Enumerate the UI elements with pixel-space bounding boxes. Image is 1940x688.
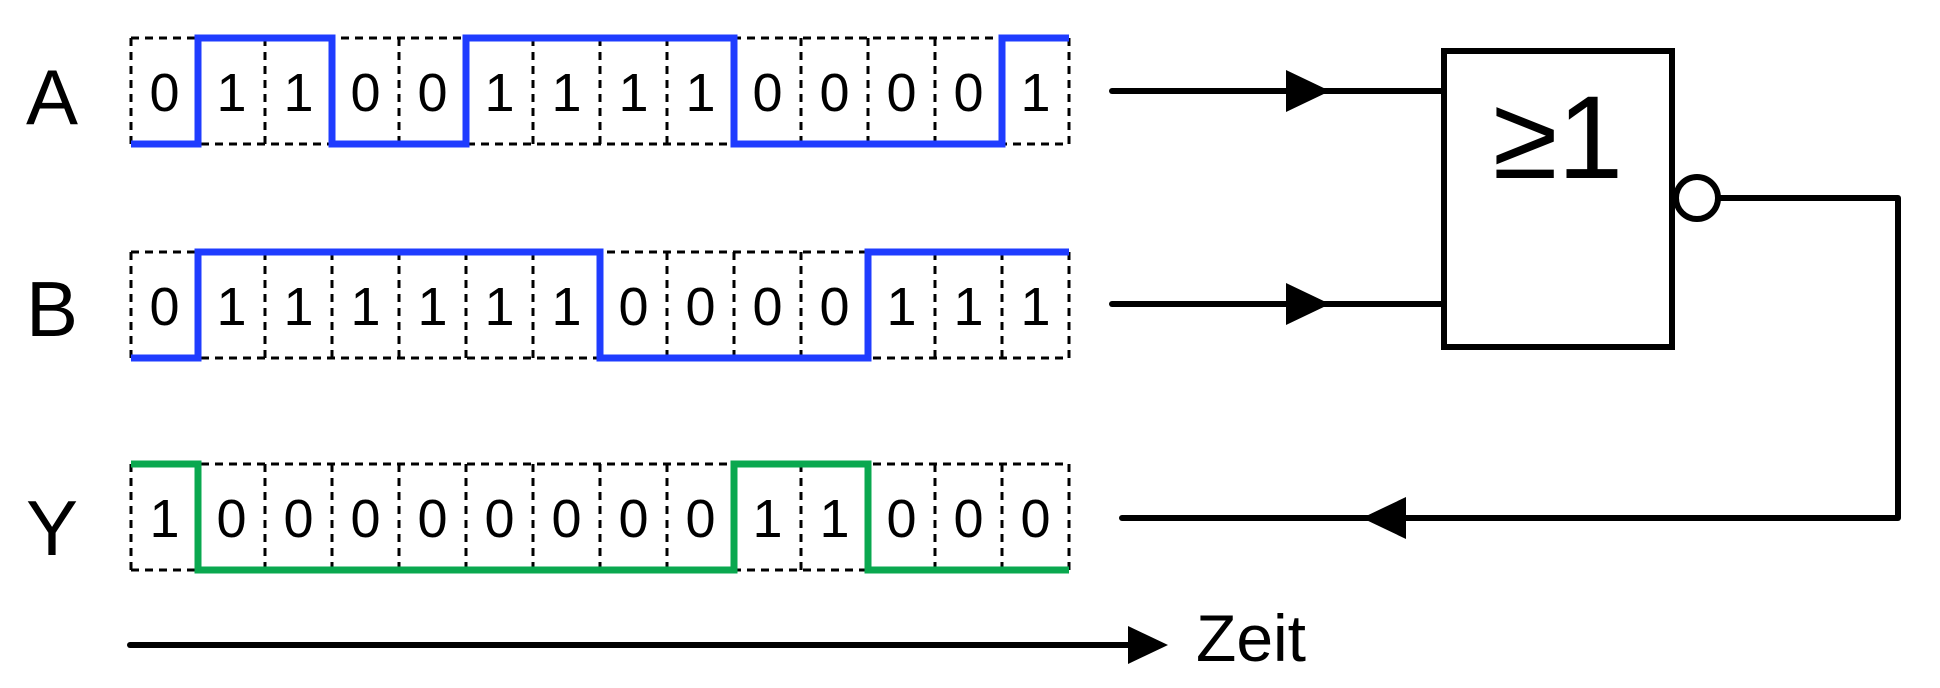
gate-body xyxy=(1441,48,1675,350)
bit-value: 0 xyxy=(752,277,782,337)
bit-value: 0 xyxy=(149,63,179,123)
bit-value: 0 xyxy=(886,489,916,549)
signal-label-b: B xyxy=(26,265,78,353)
arrowhead-icon xyxy=(1286,283,1330,325)
nor-gate: ≥1 xyxy=(1441,48,1721,350)
bit-value: 0 xyxy=(551,489,581,549)
bit-value: 0 xyxy=(417,489,447,549)
bit-value: 0 xyxy=(417,63,447,123)
bit-value: 0 xyxy=(819,63,849,123)
signal-label-a: A xyxy=(26,53,78,141)
bit-value: 1 xyxy=(819,489,849,549)
bit-value: 1 xyxy=(1020,63,1050,123)
bit-value: 0 xyxy=(216,489,246,549)
bit-value: 1 xyxy=(484,63,514,123)
bit-value: 1 xyxy=(551,63,581,123)
bit-value: 1 xyxy=(283,277,313,337)
bit-value: 1 xyxy=(350,277,380,337)
bit-value: 1 xyxy=(685,63,715,123)
bit-value: 0 xyxy=(484,489,514,549)
input-wire-a xyxy=(1109,70,1445,112)
bit-value: 0 xyxy=(149,277,179,337)
waveform-y xyxy=(131,460,1069,574)
signal-label-y: Y xyxy=(26,484,78,572)
bit-value: 1 xyxy=(149,489,179,549)
time-axis-label: Zeit xyxy=(1196,601,1306,675)
bit-value: 0 xyxy=(819,277,849,337)
arrowhead-icon xyxy=(1362,497,1406,539)
bit-value: 0 xyxy=(886,63,916,123)
bit-value: 0 xyxy=(752,63,782,123)
bit-value: 1 xyxy=(886,277,916,337)
waveform-b xyxy=(131,248,1069,362)
bit-value: 1 xyxy=(953,277,983,337)
bit-value: 1 xyxy=(216,63,246,123)
arrowhead-icon xyxy=(1128,626,1168,664)
time-axis: Zeit xyxy=(127,601,1306,675)
bit-value: 1 xyxy=(1020,277,1050,337)
bit-value: 1 xyxy=(283,63,313,123)
gate-symbol: ≥1 xyxy=(1493,72,1623,204)
bit-value: 1 xyxy=(484,277,514,337)
cell-grid-a xyxy=(129,36,1071,146)
bit-value: 0 xyxy=(1020,489,1050,549)
bit-value: 0 xyxy=(618,489,648,549)
arrowhead-icon xyxy=(1286,70,1330,112)
bit-value: 1 xyxy=(417,277,447,337)
bit-value: 0 xyxy=(350,489,380,549)
output-wire-y xyxy=(1119,195,1901,539)
cell-grid-y xyxy=(129,462,1071,572)
bit-value: 1 xyxy=(752,489,782,549)
bit-value: 0 xyxy=(350,63,380,123)
bit-value: 1 xyxy=(216,277,246,337)
bit-value: 0 xyxy=(618,277,648,337)
bit-value: 0 xyxy=(953,63,983,123)
bit-value: 0 xyxy=(283,489,313,549)
bit-value: 1 xyxy=(551,277,581,337)
inversion-bubble-icon xyxy=(1673,174,1721,222)
bit-value: 1 xyxy=(618,63,648,123)
bit-value: 0 xyxy=(953,489,983,549)
input-wire-b xyxy=(1109,283,1445,325)
bit-value: 0 xyxy=(685,489,715,549)
waveform-a xyxy=(131,34,1069,148)
bit-value: 0 xyxy=(685,277,715,337)
